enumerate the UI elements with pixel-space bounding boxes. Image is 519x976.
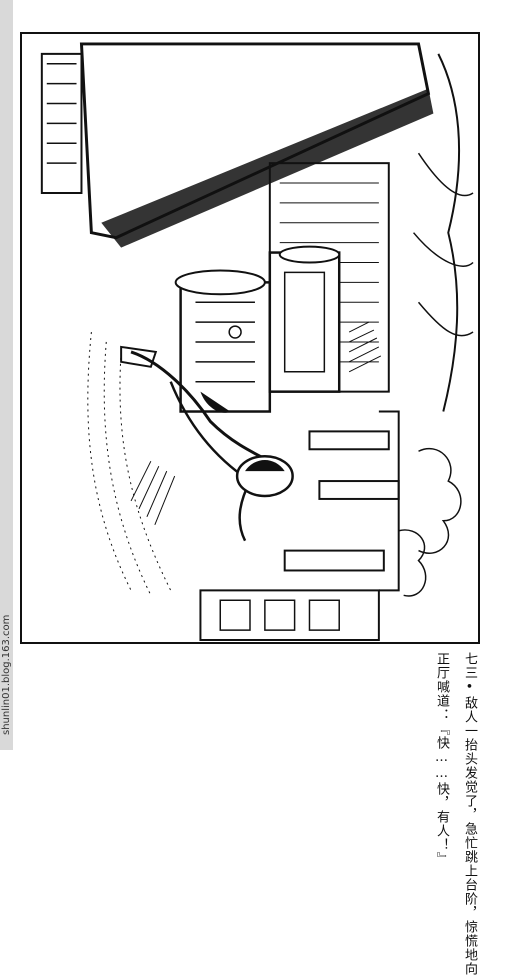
caption: 七三•敌人一抬头发觉了，急忙跳上台阶，惊慌地向 正厅喊道：『快……快，有人！』 xyxy=(270,652,480,976)
caption-line-2: 正厅喊道：『快……快，有人！』 xyxy=(434,652,449,866)
comic-illustration xyxy=(20,32,480,644)
watermark: shunlin01.blog.163.com xyxy=(1,614,12,736)
comic-page: shunlin01.blog.163.com xyxy=(0,0,480,976)
page-margin-strip xyxy=(0,0,13,750)
ink-drawing xyxy=(40,42,474,642)
caption-line-1: 七三•敌人一抬头发觉了，急忙跳上台阶，惊慌地向 xyxy=(462,652,477,976)
